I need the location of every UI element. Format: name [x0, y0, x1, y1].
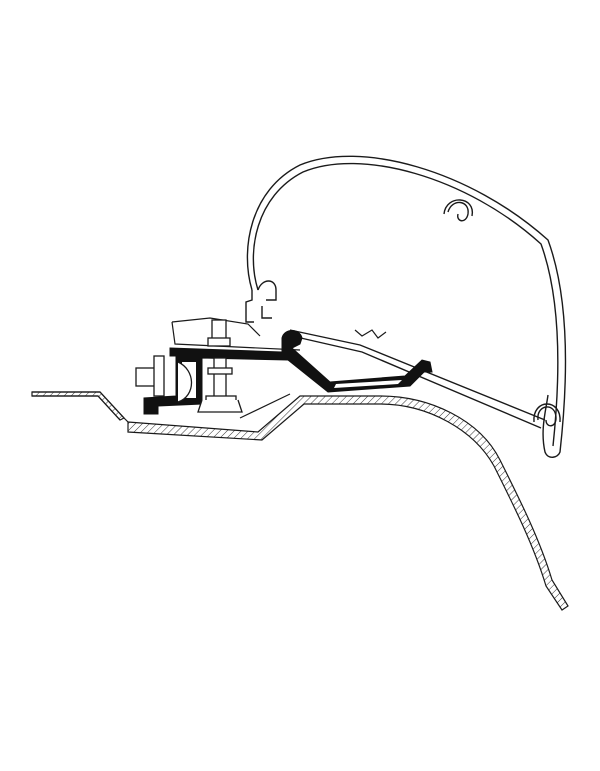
case-clip-upper — [443, 199, 473, 222]
case-mount-neck — [245, 280, 277, 323]
case-clip-lower — [533, 403, 561, 427]
bolt-assembly — [135, 319, 243, 413]
roof-rail-bracket — [171, 317, 387, 351]
vehicle-roof-panel — [31, 391, 569, 611]
awning-case-profile — [246, 155, 567, 458]
